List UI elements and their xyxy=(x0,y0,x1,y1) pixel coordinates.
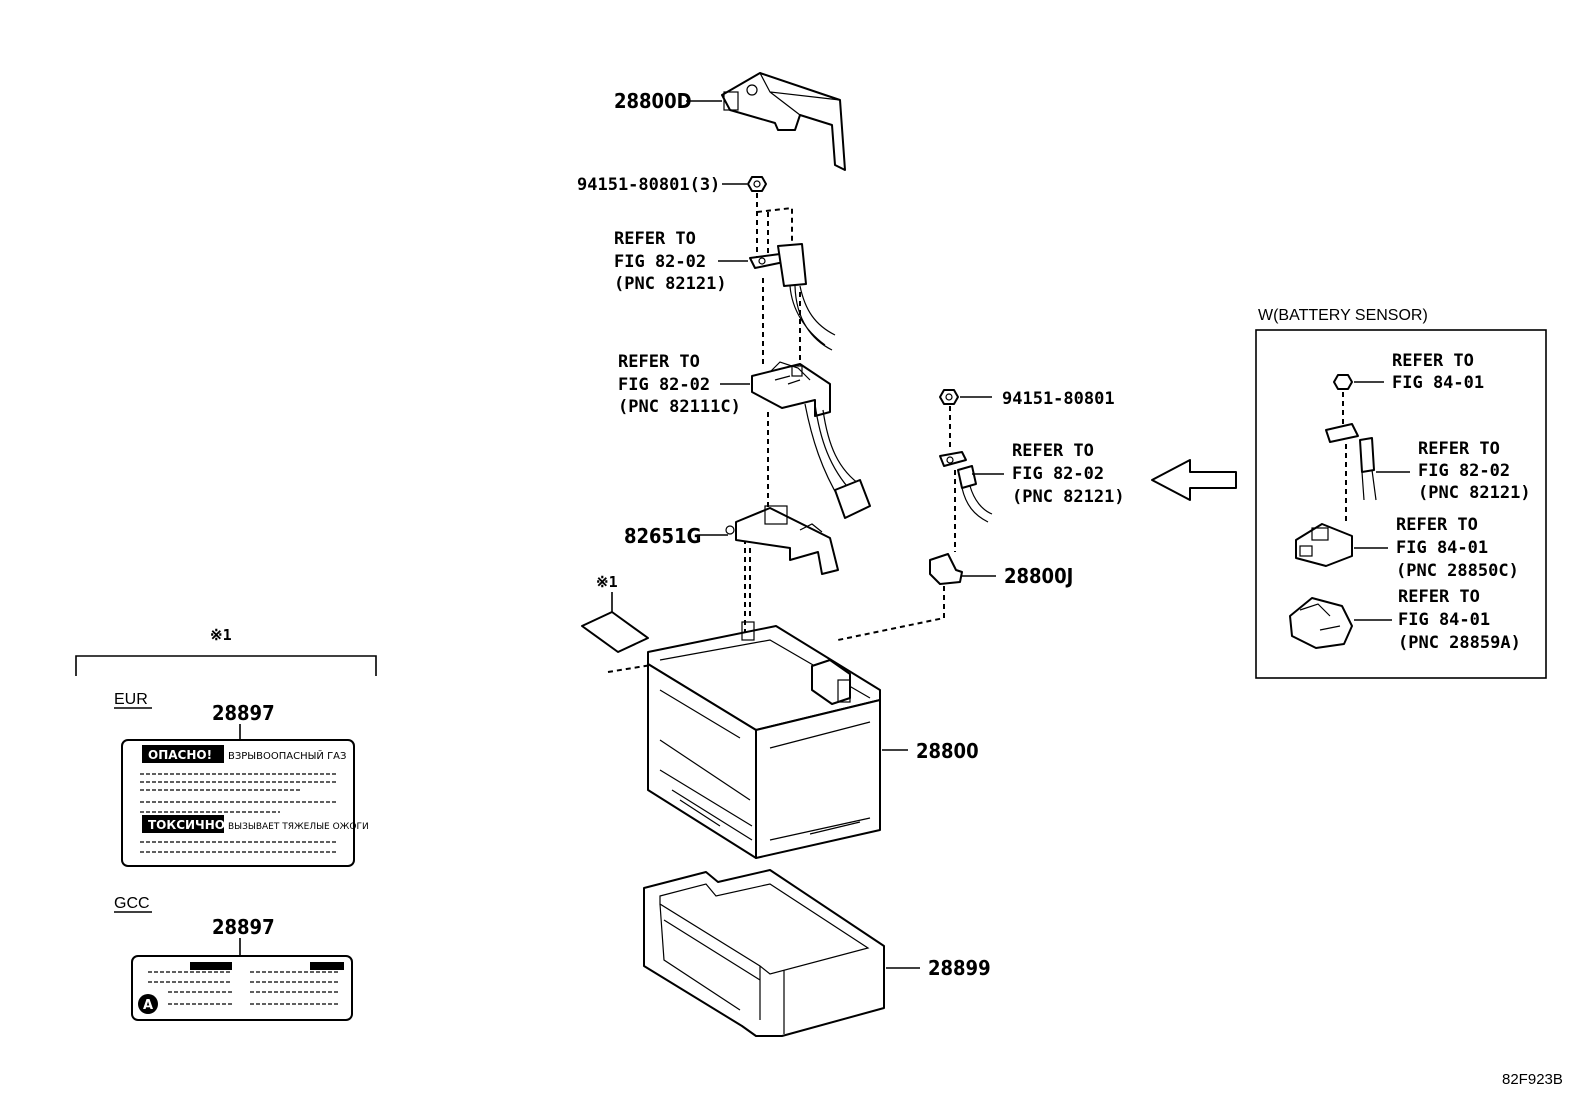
refer2-line3: (PNC 82111C) xyxy=(618,397,741,417)
label-28800d: 28800D xyxy=(614,89,692,113)
refer2-line2: FIG 82-02 xyxy=(618,375,710,395)
battery-clamp xyxy=(929,553,963,585)
eur-warn2-text: ВЫЗЫВАЕТ ТЯЖЕЛЫЕ ОЖОГИ xyxy=(228,822,369,832)
terminal-cable-right xyxy=(939,451,993,523)
inset-refer-c-line3: (PNC 28850C) xyxy=(1396,561,1519,581)
eur-warning-label: ОПАСНО! ВЗРЫВООПАСНЫЙ ГАЗ ТОКСИЧНО ВЫЗЫВ… xyxy=(121,739,369,867)
reference-arrow-icon xyxy=(1151,459,1237,501)
inset-refer-b-line1: REFER TO xyxy=(1418,439,1500,459)
inset-sensor-cover xyxy=(1289,597,1353,649)
nut-top xyxy=(747,176,767,192)
label-28800j: 28800J xyxy=(1004,564,1073,588)
terminal-cover xyxy=(721,72,846,171)
refer1-line3: (PNC 82121) xyxy=(614,274,727,294)
refer1-line2: FIG 82-02 xyxy=(614,252,706,272)
refer3-line2: FIG 82-02 xyxy=(1012,464,1104,484)
inset-nut xyxy=(1333,374,1353,390)
label-82651g: 82651G xyxy=(624,524,701,548)
legend-bracket xyxy=(75,655,377,676)
eur-warn2: ТОКСИЧНО xyxy=(148,818,225,832)
battery xyxy=(647,621,881,859)
figure-code: 82F923B xyxy=(1502,1071,1563,1088)
inset-refer-a-line2: FIG 84-01 xyxy=(1392,373,1484,393)
bracket-82651g xyxy=(725,505,839,575)
fusible-link-block xyxy=(751,361,871,519)
inset-refer-b-line2: FIG 82-02 xyxy=(1418,461,1510,481)
region-eur: EUR xyxy=(114,691,148,708)
refer1-line1: REFER TO xyxy=(614,229,696,249)
nut-right xyxy=(939,389,959,405)
legend-mark: ※1 xyxy=(210,626,232,644)
label-nut-top: 94151-80801(3) xyxy=(577,175,720,195)
gcc-warning-label: A xyxy=(131,955,353,1021)
note-mark: ※1 xyxy=(596,573,618,591)
inset-frame xyxy=(1255,329,1547,679)
refer2-line1: REFER TO xyxy=(618,352,700,372)
gcc-part-number: 28897 xyxy=(212,915,275,939)
inset-refer-b-line3: (PNC 82121) xyxy=(1418,483,1531,503)
inset-sensor-assembly xyxy=(1295,523,1353,567)
inset-refer-d-line3: (PNC 28859A) xyxy=(1398,633,1521,653)
terminal-cable-upper xyxy=(749,243,836,351)
inset-refer-d-line2: FIG 84-01 xyxy=(1398,610,1490,630)
label-nut-right: 94151-80801 xyxy=(1002,389,1115,409)
label-28899: 28899 xyxy=(928,956,991,980)
refer3-line1: REFER TO xyxy=(1012,441,1094,461)
region-gcc: GCC xyxy=(114,895,150,912)
gcc-circle-letter: A xyxy=(143,998,153,1013)
inset-refer-d-line1: REFER TO xyxy=(1398,587,1480,607)
eur-part-number: 28897 xyxy=(212,701,275,725)
refer3-line3: (PNC 82121) xyxy=(1012,487,1125,507)
inset-refer-c-line2: FIG 84-01 xyxy=(1396,538,1488,558)
inset-refer-a-line1: REFER TO xyxy=(1392,351,1474,371)
label-sheet-icon xyxy=(581,611,649,653)
inset-cable-terminal xyxy=(1325,423,1377,501)
inset-title: W(BATTERY SENSOR) xyxy=(1258,307,1428,324)
eur-warn1: ОПАСНО! xyxy=(148,748,212,762)
battery-tray xyxy=(643,869,885,1037)
label-28800: 28800 xyxy=(916,739,979,763)
eur-warn1-text: ВЗРЫВООПАСНЫЙ ГАЗ xyxy=(228,749,346,762)
inset-refer-c-line1: REFER TO xyxy=(1396,515,1478,535)
